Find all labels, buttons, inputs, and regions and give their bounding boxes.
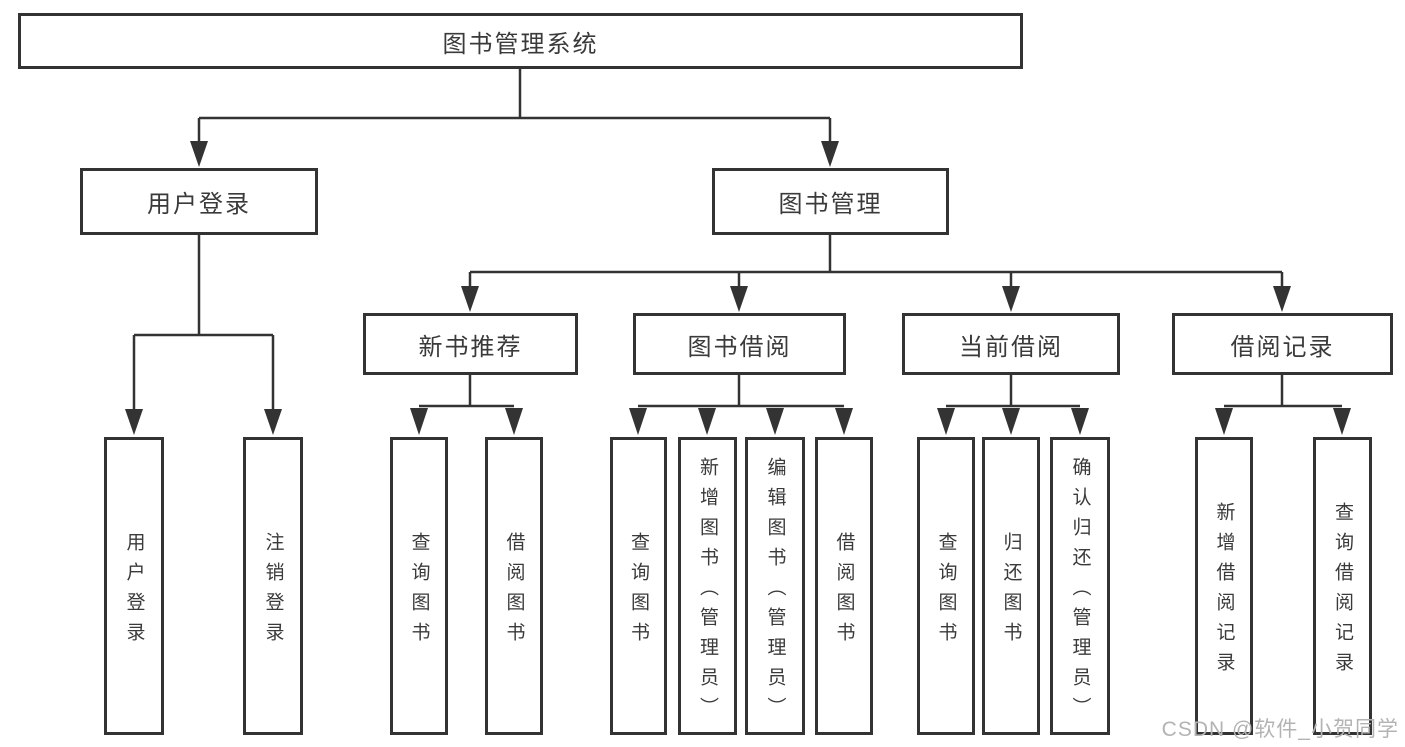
arrowhead-icon [821, 141, 839, 167]
arrowhead-icon [264, 409, 282, 435]
arrowhead-icon [461, 286, 479, 312]
arrowhead-icon [190, 141, 208, 167]
leaf-query-books-recommendation: 查询图书 [390, 437, 448, 735]
leaf-user-login: 用户登录 [104, 437, 164, 735]
leaf-query-books-borrowing-label: 查询图书 [628, 531, 649, 652]
node-borrowing-records: 借阅记录 [1172, 313, 1393, 375]
leaf-return-books: 归还图书 [982, 437, 1040, 735]
node-book-borrowing: 图书借阅 [633, 313, 846, 375]
leaf-borrow-books-borrowing-label: 借阅图书 [833, 531, 855, 652]
leaf-add-borrow-record-label: 新增借阅记录 [1213, 501, 1235, 682]
arrowhead-group [125, 141, 1351, 435]
leaf-borrow-books-recommendation-label: 借阅图书 [503, 531, 525, 652]
node-root: 图书管理系统 [18, 13, 1023, 69]
leaf-confirm-return-admin-label: 确认归还（管理员） [1069, 456, 1091, 727]
leaf-borrow-books-recommendation: 借阅图书 [485, 437, 543, 735]
leaf-query-books-current: 查询图书 [917, 437, 975, 735]
node-book-management-label: 图书管理 [778, 191, 883, 218]
leaf-edit-books-admin: 编辑图书（管理员） [745, 437, 805, 735]
leaf-add-borrow-record: 新增借阅记录 [1195, 437, 1253, 735]
node-user-login: 用户登录 [80, 168, 318, 235]
arrowhead-icon [730, 286, 748, 312]
arrowhead-icon [1071, 408, 1089, 435]
arrowhead-icon [125, 409, 143, 435]
leaf-add-books-admin: 新增图书（管理员） [678, 437, 737, 735]
leaf-query-books-borrowing: 查询图书 [610, 437, 667, 735]
node-book-borrowing-label: 图书借阅 [687, 333, 792, 361]
arrowhead-icon [937, 408, 955, 435]
arrowhead-icon [698, 408, 716, 435]
arrowhead-icon [629, 408, 647, 435]
node-new-book-recommendation: 新书推荐 [363, 313, 578, 375]
leaf-query-borrow-record-label: 查询借阅记录 [1332, 501, 1353, 682]
leaf-return-books-label: 归还图书 [1000, 531, 1022, 652]
arrowhead-icon [1002, 408, 1020, 435]
leaf-logout-label: 注销登录 [262, 531, 284, 652]
leaf-query-books-current-label: 查询图书 [935, 531, 957, 652]
node-current-borrowing-label: 当前借阅 [959, 333, 1063, 361]
node-borrowing-records-label: 借阅记录 [1230, 333, 1335, 361]
arrowhead-icon [835, 408, 853, 435]
arrowhead-icon [766, 408, 784, 435]
arrowhead-icon [410, 408, 428, 435]
node-new-book-recommendation-label: 新书推荐 [418, 333, 523, 361]
leaf-query-borrow-record: 查询借阅记录 [1313, 437, 1372, 735]
arrowhead-icon [505, 408, 523, 435]
leaf-query-books-recommendation-label: 查询图书 [408, 531, 430, 652]
leaf-edit-books-admin-label: 编辑图书（管理员） [764, 456, 786, 727]
leaf-add-books-admin-label: 新增图书（管理员） [697, 456, 718, 727]
leaf-user-login-label: 用户登录 [123, 531, 145, 652]
watermark: CSDN @软件_小贺同学 [1161, 718, 1399, 741]
arrowhead-icon [1215, 408, 1233, 435]
node-user-login-label: 用户登录 [147, 191, 251, 218]
node-book-management: 图书管理 [712, 168, 949, 235]
node-current-borrowing: 当前借阅 [902, 313, 1120, 375]
leaf-borrow-books-borrowing: 借阅图书 [815, 437, 873, 735]
arrowhead-icon [1002, 286, 1020, 312]
arrowhead-icon [1333, 408, 1351, 435]
arrowhead-icon [1273, 286, 1291, 312]
node-root-label: 图书管理系统 [442, 30, 599, 58]
leaf-confirm-return-admin: 确认归还（管理员） [1050, 437, 1110, 735]
leaf-logout: 注销登录 [243, 437, 303, 735]
